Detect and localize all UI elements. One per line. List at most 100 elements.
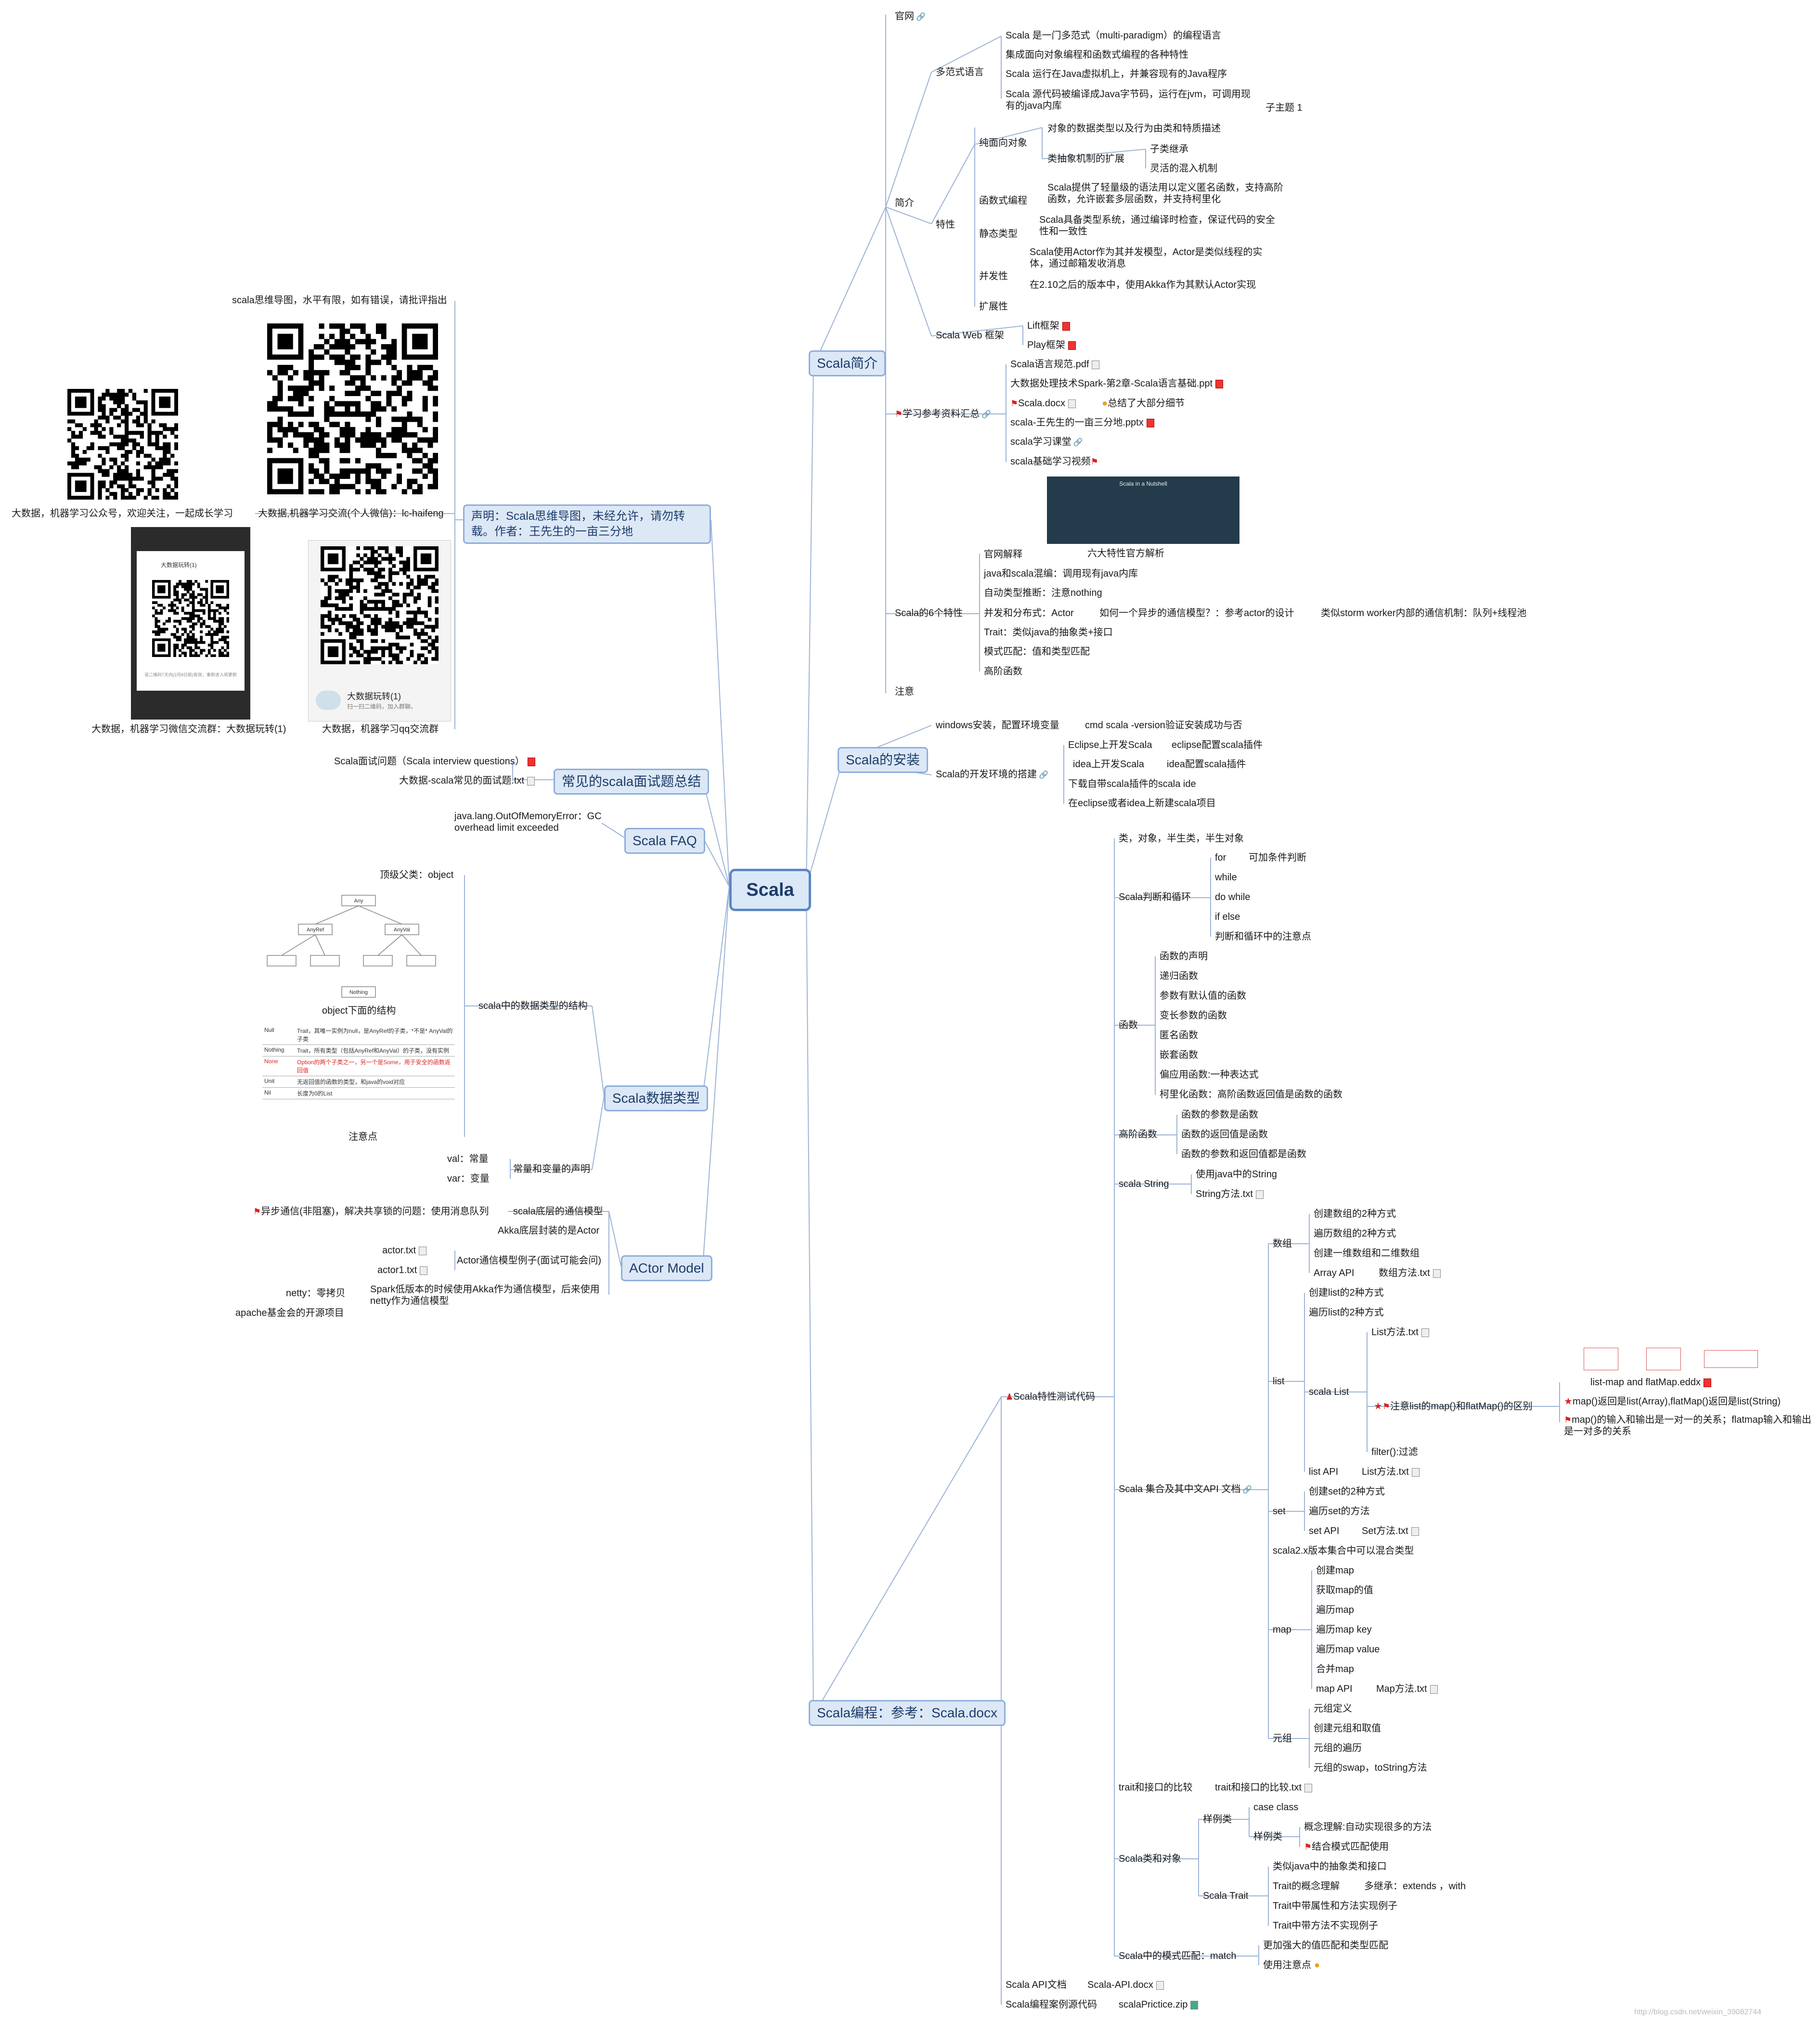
node-map-1[interactable]: 创建map — [1316, 1565, 1354, 1576]
node-st-1[interactable]: Scala具备类型系统，通过编译时检查，保证代码的安全性和一致性 — [1039, 215, 1276, 237]
node-tuple[interactable]: 元组 — [1273, 1733, 1292, 1744]
node-set-2[interactable]: 遍历set的方法 — [1309, 1506, 1370, 1517]
node-map-2[interactable]: 获取map的值 — [1316, 1585, 1373, 1596]
topic-programming[interactable]: Scala编程：参考：Scala.docx — [809, 1700, 1006, 1726]
node-obj-caption[interactable]: object下面的结构 — [322, 1005, 396, 1016]
node-arr-2[interactable]: 遍历数组的2种方式 — [1314, 1228, 1396, 1239]
node-ref-4[interactable]: scala-王先生的一亩三分地.pptx — [1008, 417, 1156, 428]
node-set-1[interactable]: 创建set的2种方式 — [1309, 1486, 1385, 1497]
node-map-txt[interactable]: Map方法.txt — [1374, 1683, 1440, 1695]
node-features[interactable]: 特性 — [936, 219, 955, 230]
node-hof-1[interactable]: 函数的参数是函数 — [1181, 1109, 1258, 1120]
node-arr-1[interactable]: 创建数组的2种方式 — [1314, 1209, 1396, 1219]
node-dev-2[interactable]: idea上开发Scala — [1073, 759, 1144, 770]
node-paradigm[interactable]: 多范式语言 — [936, 67, 984, 77]
node-case-1[interactable]: case class — [1253, 1802, 1299, 1813]
node-trait-cmp-txt[interactable]: trait和接口的比较.txt — [1213, 1782, 1314, 1793]
node-trait-2-sub[interactable]: 多继承：extends ，with — [1364, 1881, 1466, 1892]
node-actor-akka[interactable]: Akka底层封装的是Actor — [498, 1225, 600, 1236]
node-tuple-3[interactable]: 元组的遍历 — [1314, 1743, 1362, 1753]
node-ref-3[interactable]: ⚑Scala.docx — [1008, 398, 1078, 409]
node-interview-1[interactable]: Scala面试问题（Scala interview questions） — [332, 756, 537, 767]
node-func-8[interactable]: 柯里化函数：高阶函数返回值是函数的函数 — [1160, 1089, 1342, 1100]
node-listapi-txt[interactable]: List方法.txt — [1360, 1466, 1421, 1478]
node-dev-4[interactable]: 在eclipse或者idea上新建scala项目 — [1068, 798, 1216, 809]
node-trait[interactable]: Scala Trait — [1203, 1891, 1249, 1901]
node-case[interactable]: 样例类 — [1203, 1814, 1232, 1825]
node-dev[interactable]: Scala的开发环境的搭建🔗 — [936, 769, 1048, 780]
node-hof[interactable]: 高阶函数 — [1119, 1129, 1157, 1140]
node-qr4-caption[interactable]: 大数据，机器学习微信交流群：大数据玩转(1) — [91, 724, 286, 734]
node-six-q[interactable]: 如何一个异步的通信模型？：参考actor的设计 — [1099, 608, 1294, 618]
node-set[interactable]: set — [1273, 1506, 1286, 1517]
node-list-2[interactable]: 遍历list的2种方式 — [1309, 1307, 1384, 1318]
node-tuple-4[interactable]: 元组的swap，toString方法 — [1314, 1763, 1427, 1773]
node-hof-2[interactable]: 函数的返回值是函数 — [1181, 1129, 1268, 1140]
node-func-3[interactable]: 参数有默认值的函数 — [1160, 991, 1246, 1001]
node-mix[interactable]: scala2.x版本集合中可以混合类型 — [1273, 1545, 1414, 1556]
node-loop[interactable]: Scala判断和循环 — [1119, 892, 1191, 902]
node-conc[interactable]: 并发性 — [979, 271, 1008, 282]
node-slist[interactable]: scala List — [1309, 1387, 1349, 1397]
topic-types[interactable]: Scala数据类型 — [604, 1085, 709, 1111]
node-six-4[interactable]: Trait：类似java的抽象类+接口 — [984, 627, 1113, 638]
node-notes-caption[interactable]: 注意点 — [349, 1132, 377, 1142]
node-paradigm-3[interactable]: Scala 运行在Java虚拟机上，并兼容现有的Java程序 — [1006, 69, 1227, 79]
node-win-1[interactable]: cmd scala -version验证安装成功与否 — [1085, 720, 1242, 731]
node-qr2-caption[interactable]: 大数据，机器学习公众号，欢迎关注，一起成长学习 — [12, 508, 233, 519]
node-oo-2[interactable]: 类抽象机制的扩展 — [1047, 154, 1124, 164]
node-list-1[interactable]: 创建list的2种方式 — [1309, 1288, 1384, 1298]
node-decl-top[interactable]: scala思维导图，水平有限，如有错误，请批评指出 — [232, 295, 447, 306]
node-mapfm-1[interactable]: list-map and flatMap.eddx — [1588, 1377, 1713, 1388]
node-st[interactable]: 静态类型 — [979, 229, 1018, 239]
node-match-1[interactable]: 更加强大的值匹配和类型匹配 — [1263, 1940, 1388, 1951]
node-str-1[interactable]: 使用java中的String — [1196, 1169, 1277, 1180]
node-arr-txt[interactable]: 数组方法.txt — [1377, 1267, 1443, 1279]
node-oo-sub-2[interactable]: 灵活的混入机制 — [1150, 163, 1217, 174]
root-node[interactable]: Scala — [729, 869, 811, 911]
node-arr-4[interactable]: Array API — [1314, 1268, 1355, 1278]
node-loop-for[interactable]: for — [1215, 852, 1226, 863]
node-filter[interactable]: filter():过滤 — [1371, 1447, 1418, 1457]
node-types-val[interactable]: val：常量 — [447, 1154, 489, 1164]
node-qr1-caption[interactable]: 大数据,机器学习交流(个人微信)：lc-haifeng — [258, 508, 444, 519]
topic-intro[interactable]: Scala简介 — [809, 350, 886, 376]
node-ref-2[interactable]: 大数据处理技术Spark-第2章-Scala语言基础.ppt — [1008, 378, 1225, 389]
node-six-1[interactable]: java和scala混编：调用现有java内库 — [984, 568, 1138, 579]
node-cls[interactable]: 类，对象，半生类，半生对象 — [1119, 833, 1244, 844]
node-ref-5[interactable]: scala学习课堂🔗 — [1010, 437, 1083, 447]
node-conc-1[interactable]: Scala使用Actor作为其并发模型，Actor是类似线程的实体，通过邮箱发收… — [1030, 247, 1263, 269]
node-mapfm[interactable]: ★⚑注意list的map()和flatMap()的区别 — [1374, 1401, 1533, 1412]
node-features-code[interactable]: ♟Scala特性测试代码 — [1006, 1391, 1096, 1402]
topic-interview[interactable]: 常见的scala面试题总结 — [554, 769, 710, 795]
node-arr[interactable]: 数组 — [1273, 1238, 1292, 1249]
node-map-7[interactable]: map API — [1316, 1684, 1353, 1694]
node-web-play[interactable]: Play框架 — [1025, 339, 1078, 351]
node-six-6[interactable]: 高阶函数 — [984, 666, 1022, 677]
node-loop-if[interactable]: if else — [1215, 912, 1240, 922]
node-six-2[interactable]: 自动类型推断：注意nothing — [984, 588, 1102, 598]
node-qr3-caption[interactable]: 大数据，机器学习qq交流群 — [322, 724, 439, 734]
node-fp[interactable]: 函数式编程 — [979, 195, 1027, 206]
node-examples[interactable]: Scala编程案例源代码 — [1006, 1999, 1097, 2010]
node-ref-note[interactable]: ●总结了大部分细节 — [1102, 398, 1185, 409]
node-func-7[interactable]: 偏应用函数:一种表达式 — [1160, 1069, 1259, 1080]
node-map[interactable]: map — [1273, 1624, 1291, 1635]
node-mapfm-2[interactable]: ★map()返回是list(Array),flatMap()返回是list(St… — [1564, 1396, 1781, 1407]
topic-declaration[interactable]: 声明：Scala思维导图，未经允许，请勿转载。作者：王先生的一亩三分地 — [463, 504, 711, 544]
node-func-1[interactable]: 函数的声明 — [1160, 951, 1208, 962]
node-actor-comm[interactable]: scala底层的通信模型 — [513, 1206, 603, 1217]
node-map-6[interactable]: 合并map — [1316, 1664, 1354, 1674]
node-func-2[interactable]: 递归函数 — [1160, 971, 1198, 981]
node-loop-note[interactable]: 判断和循环中的注意点 — [1215, 931, 1311, 942]
node-trait-cmp[interactable]: trait和接口的比较 — [1119, 1782, 1193, 1793]
node-web[interactable]: Scala Web 框架 — [936, 330, 1004, 341]
node-actor-file-1[interactable]: actor.txt — [380, 1245, 428, 1256]
node-actor-netty-2[interactable]: apache基金会的开源项目 — [235, 1308, 344, 1318]
node-six[interactable]: Scala的6个特性 — [895, 608, 963, 618]
node-dev-1[interactable]: Eclipse上开发Scala — [1068, 740, 1152, 750]
node-oo-sub-1[interactable]: 子类继承 — [1150, 144, 1188, 155]
node-note[interactable]: 注意 — [895, 686, 914, 697]
node-str[interactable]: scala String — [1119, 1179, 1169, 1189]
node-set-3[interactable]: set API — [1309, 1526, 1340, 1536]
